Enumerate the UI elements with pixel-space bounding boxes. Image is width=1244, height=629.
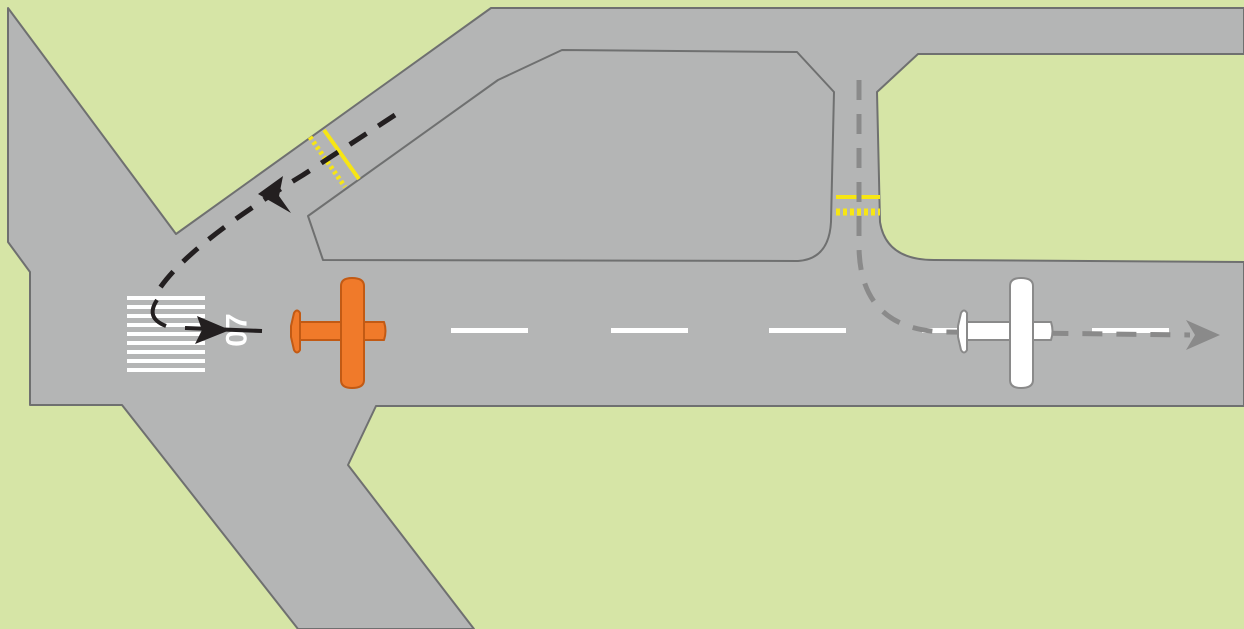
arrowhead-icon (1186, 320, 1220, 350)
centerline-dash (451, 328, 528, 333)
threshold-bar (127, 305, 205, 309)
own-aircraft-path (152, 112, 397, 298)
arrowhead-icon (258, 176, 291, 213)
runway-centerline (451, 328, 1169, 333)
runway-threshold-markings (127, 296, 205, 372)
threshold-bar (127, 314, 205, 318)
centerline-dash (769, 328, 846, 333)
threshold-bar (127, 332, 205, 336)
airplane-icon (957, 277, 1054, 389)
threshold-bar (127, 368, 205, 372)
threshold-bar (127, 359, 205, 363)
own-aircraft-fuselage (340, 277, 365, 389)
airplane-icon (290, 277, 387, 389)
threshold-bar (127, 341, 205, 345)
other-aircraft-path (856, 80, 1191, 338)
centerline-dash (611, 328, 688, 333)
centerline-dash (1092, 328, 1169, 333)
threshold-bar (127, 296, 205, 300)
centerline-dash (922, 328, 962, 333)
paved-area (7, 7, 1244, 629)
threshold-bar (127, 350, 205, 354)
other-aircraft-fuselage (1009, 277, 1034, 389)
own-aircraft-path-turn (150, 298, 167, 328)
arrowhead-icon (195, 316, 230, 344)
